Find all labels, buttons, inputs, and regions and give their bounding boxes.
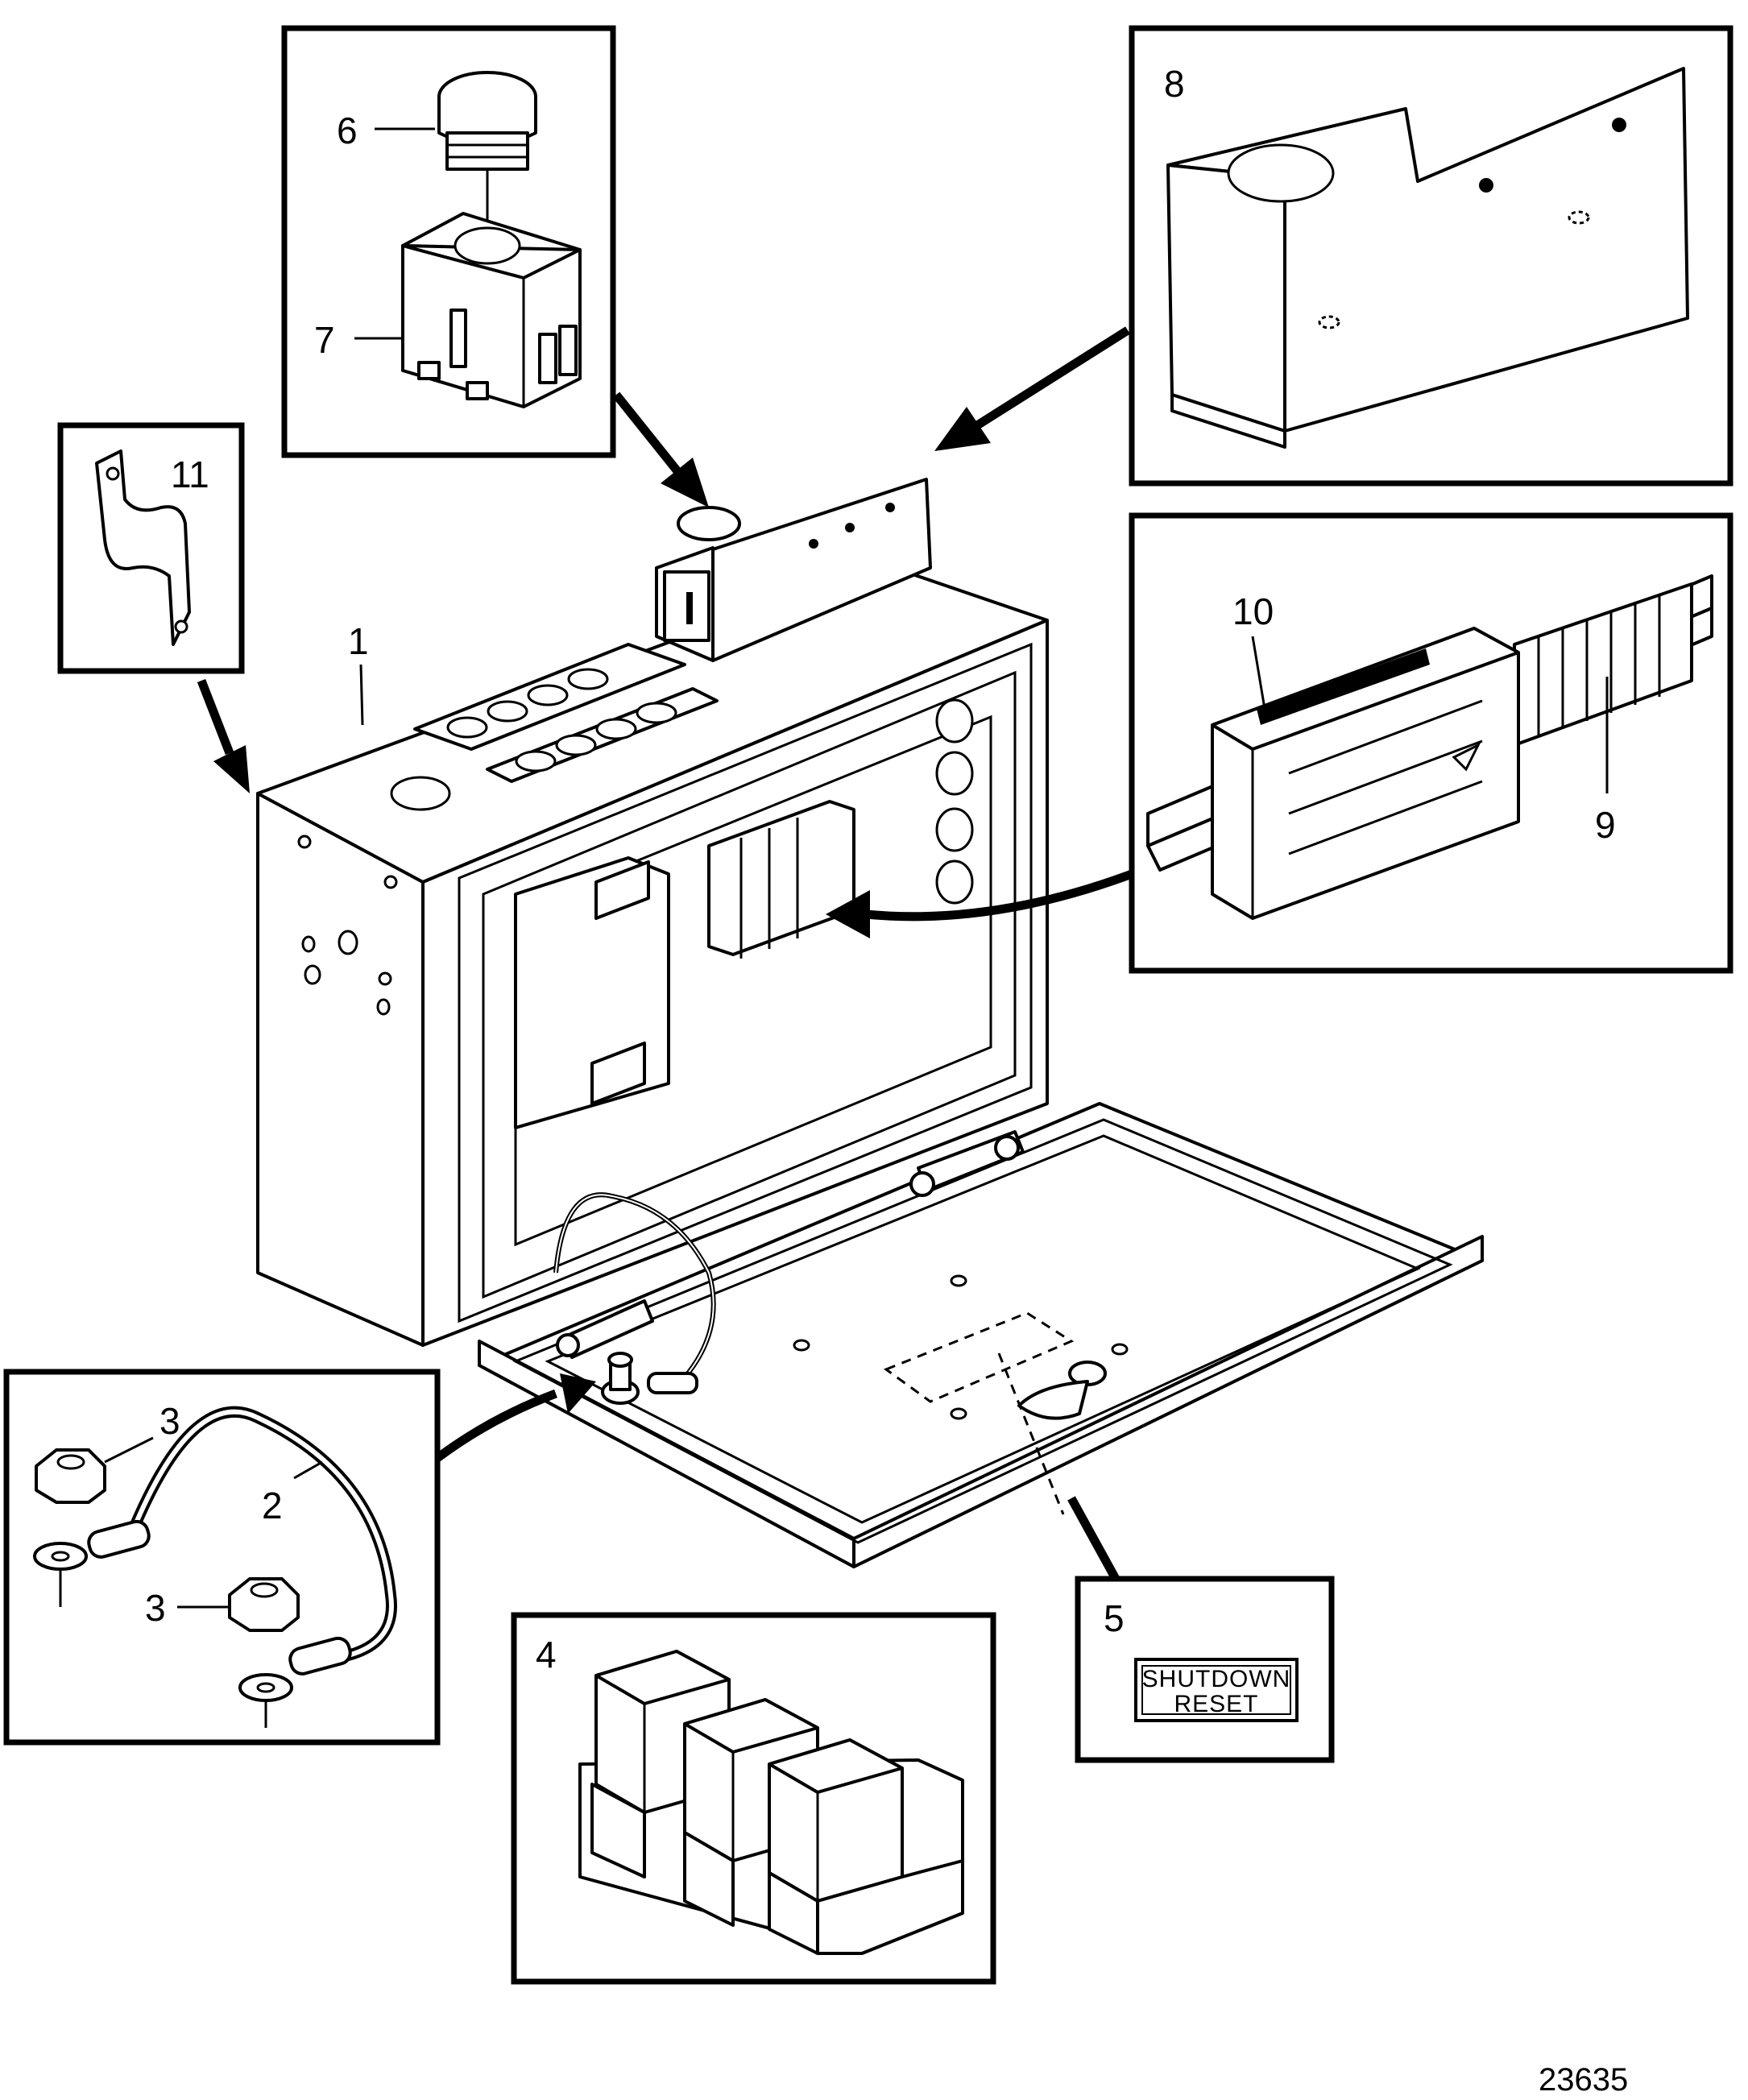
callout-5: 5 [1104,1597,1125,1639]
mounting-bracket-part [1166,67,1689,449]
callout-6: 6 [337,110,358,151]
callout-9: 9 [1595,804,1616,846]
decal-line-2: RESET [1174,1691,1258,1717]
ground-cable-installed [553,1192,716,1405]
callout-11: 11 [171,454,209,495]
ground-cable-part [87,1406,397,1675]
inset-clamp-part: 11 [57,422,245,674]
inset-switch-parts: 6 7 [281,25,616,458]
shutdown-reset-decal [1134,1658,1299,1722]
callout-1: 1 [348,620,369,662]
enclosure-lid-open [478,1102,1484,1568]
inset-electronics-parts: 10 9 [1129,512,1734,974]
callout-3-lower: 3 [145,1587,166,1629]
pointer-arrows [197,326,1133,1581]
decal-line-1: SHUTDOWN [1142,1666,1291,1692]
lock-nut-upper-part [33,1448,106,1607]
figure-reference-number: 23635 [1539,2062,1628,2098]
callout-10: 10 [1232,590,1274,632]
control-box-enclosure [256,562,1049,1347]
switch-bracket-assembly-installed [655,478,932,662]
relay-assembly-part [578,1650,964,1955]
callout-4: 4 [536,1634,557,1675]
callout-3-upper: 3 [159,1400,180,1442]
callout-2: 2 [262,1485,283,1526]
pushbutton-cap-part [437,71,537,171]
control-module-part [1211,627,1520,920]
inset-bracket-part: 8 [1129,25,1734,487]
lock-nut-lower-part [228,1577,300,1728]
callout-8: 8 [1164,63,1185,105]
inset-relays-part: 4 [511,1612,996,1985]
inset-ground-cable-parts: 3 3 2 [3,1369,441,1746]
switch-body-part [401,212,582,408]
callout-7: 7 [314,319,335,361]
cable-clamp-part [95,449,191,646]
inset-decal-part: SHUTDOWN RESET 5 [1075,1576,1335,1763]
